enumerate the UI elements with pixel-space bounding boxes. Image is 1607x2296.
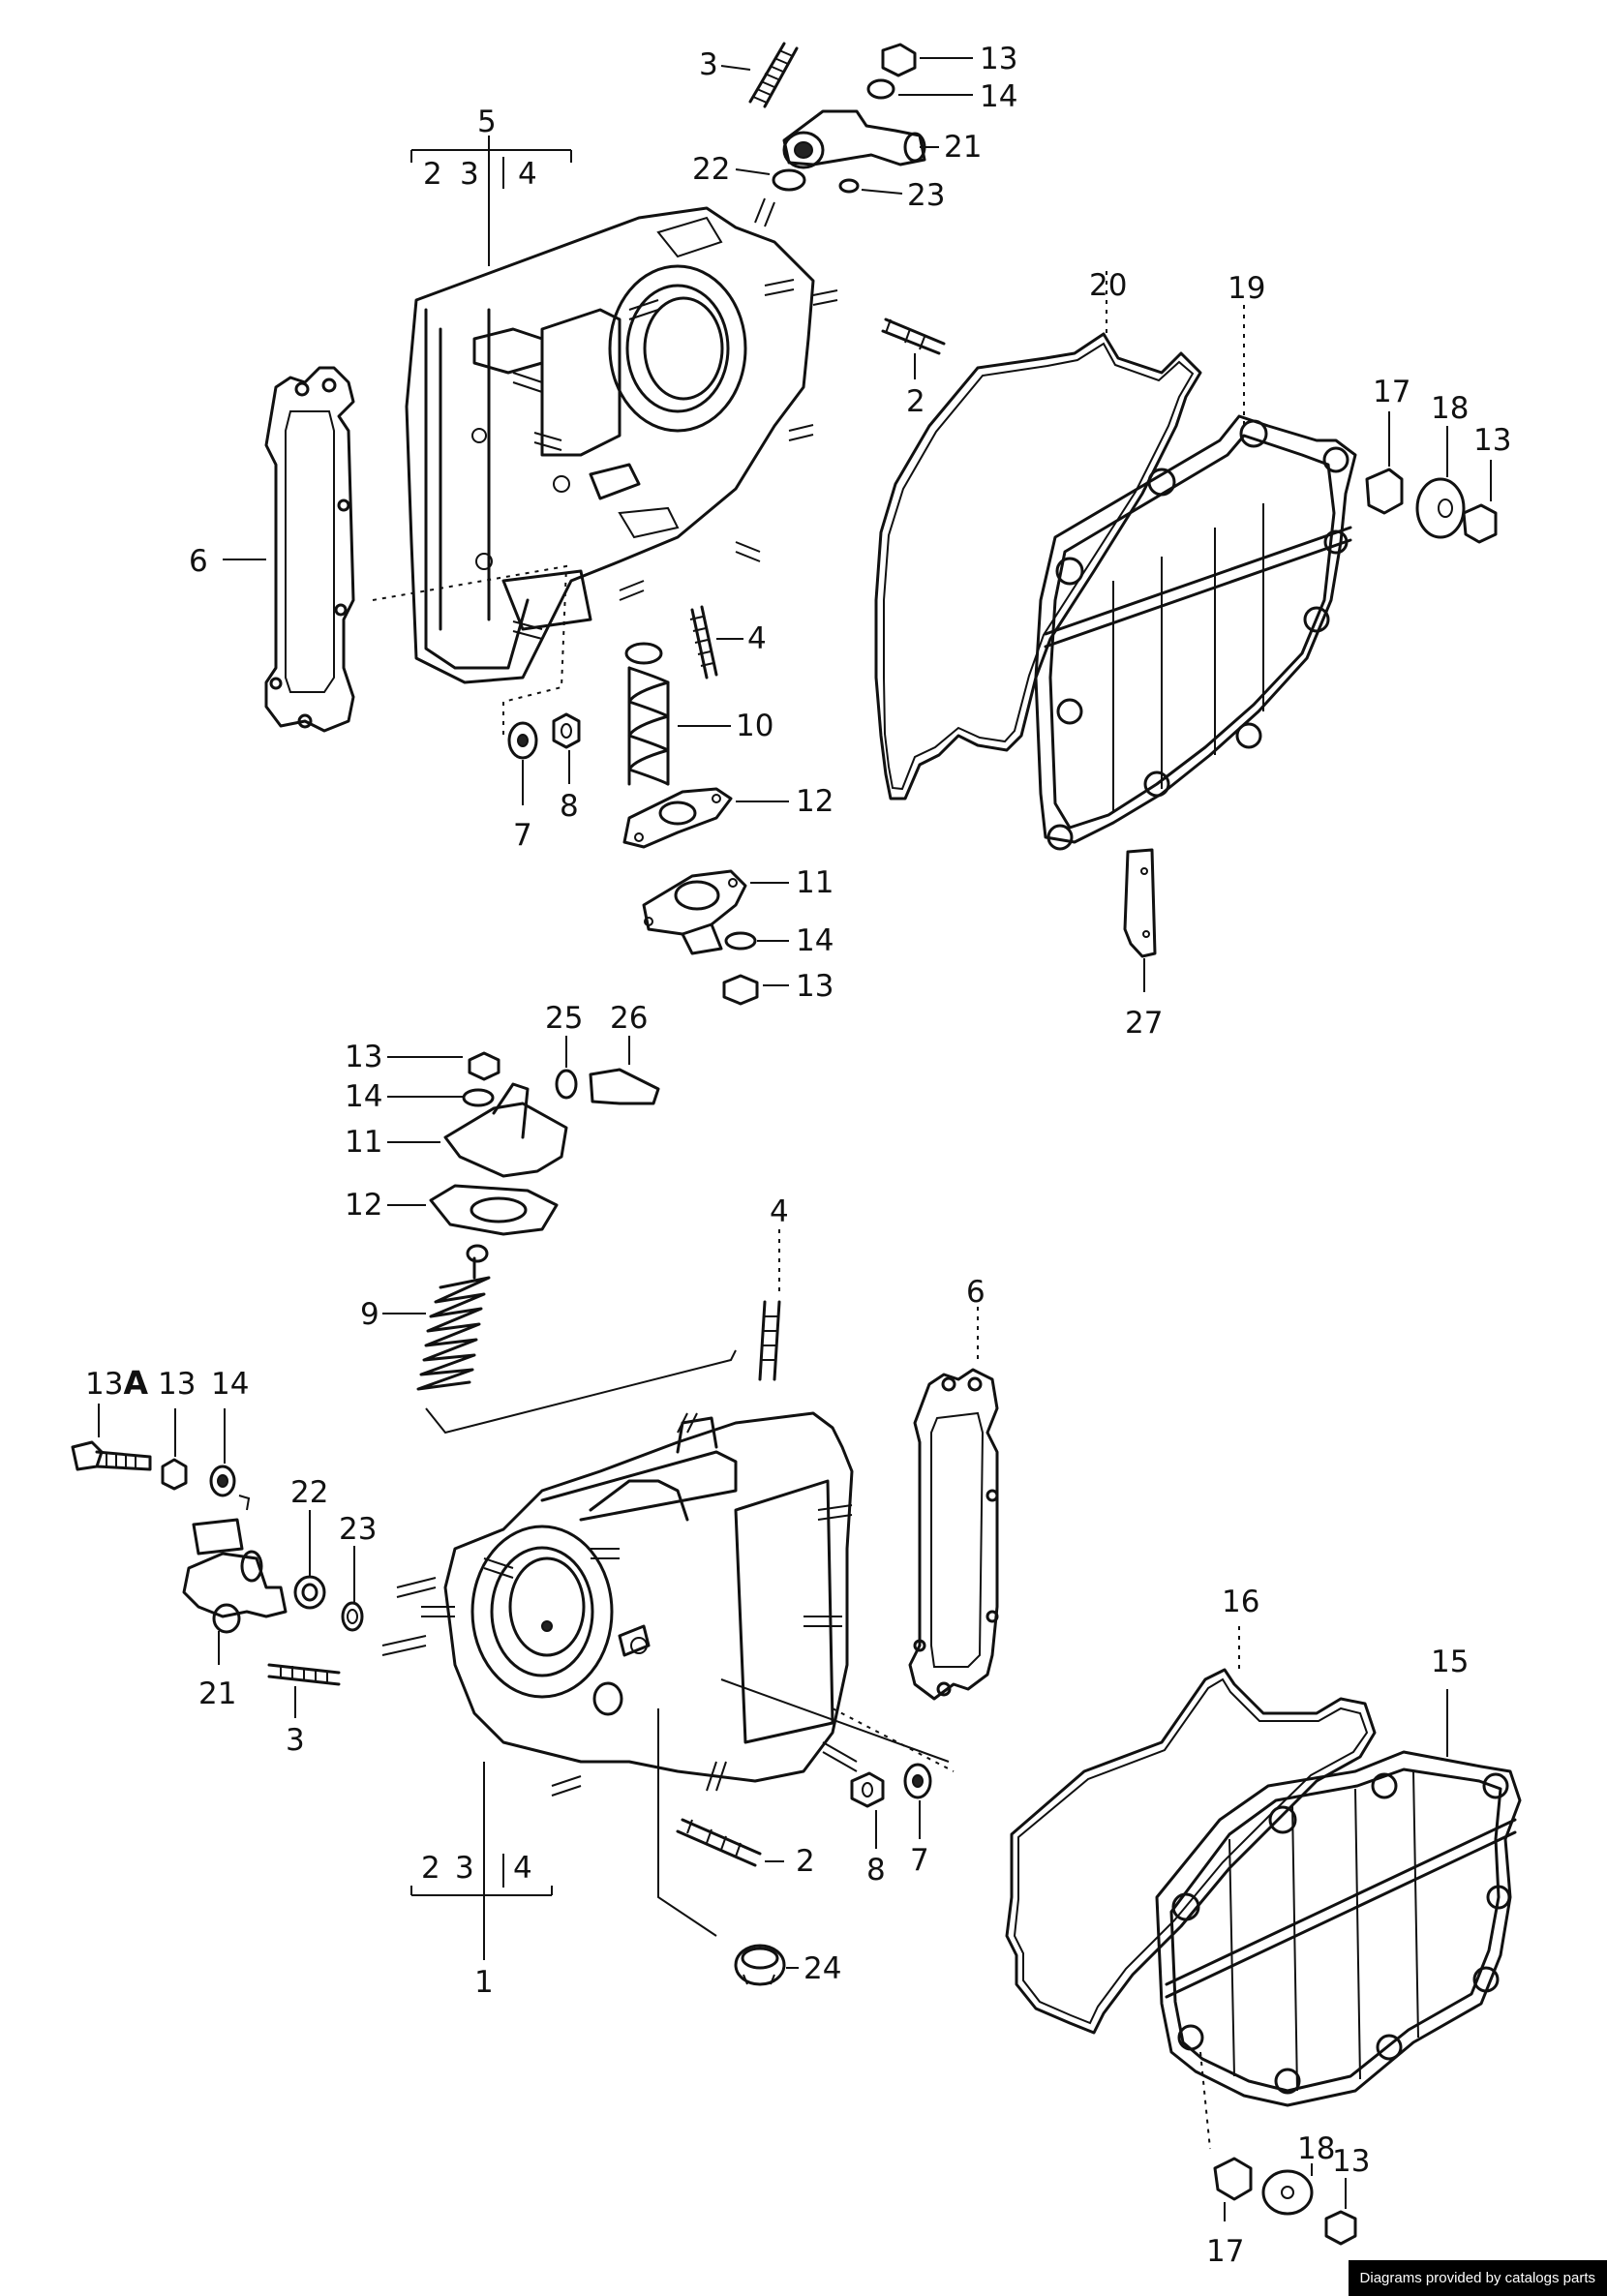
label-17: 17 xyxy=(1373,375,1410,409)
fasteners-right-top: 17 18 13 xyxy=(1365,375,1511,544)
fasteners-left-bottom: 13A 13 14 xyxy=(71,1364,251,1511)
label-1: 1 xyxy=(474,1965,494,2000)
label-13: 13 xyxy=(158,1367,196,1402)
label-17: 17 xyxy=(1206,2234,1244,2269)
nut-13-washer-14-top: 13 14 xyxy=(866,42,1017,114)
stack-upper-left: 13 14 11 12 xyxy=(345,1040,568,1236)
bottom-assembly: 13 14 11 12 25 26 9 4 xyxy=(71,1001,1522,2269)
cover-19-top: 19 xyxy=(1034,271,1357,851)
stud-4-top: 4 xyxy=(689,605,767,680)
sensor-21-bottom: 21 xyxy=(182,1518,288,1711)
label-3: 3 xyxy=(286,1723,305,1758)
label-7: 7 xyxy=(910,1843,929,1878)
label-11: 11 xyxy=(796,865,834,900)
stud-3-bottom: 3 xyxy=(267,1663,341,1758)
cover-11-top: 11 xyxy=(642,865,834,955)
label-4: 4 xyxy=(513,1851,532,1886)
diagram-credit: Diagrams provided by catalogs parts xyxy=(1348,2260,1607,2296)
nut-8-washer-7-bottom: 8 7 xyxy=(832,1707,955,1888)
label-13A: 13A xyxy=(85,1364,148,1402)
label-5: 5 xyxy=(477,105,497,139)
label-20: 20 xyxy=(1089,268,1127,303)
label-11: 11 xyxy=(345,1125,382,1160)
washer-7-nut-8-top: 7 8 xyxy=(507,712,581,853)
label-27: 27 xyxy=(1125,1006,1163,1041)
plug-24: 24 xyxy=(657,1708,841,1986)
label-13: 13 xyxy=(1473,423,1511,458)
spring-9-bottom: 9 xyxy=(360,1244,737,1435)
label-2: 2 xyxy=(796,1844,815,1879)
label-2: 2 xyxy=(906,384,925,419)
label-10: 10 xyxy=(736,709,773,743)
cover-15-bottom: 15 xyxy=(1155,1645,1522,2107)
stud-3-top: 3 xyxy=(699,42,799,108)
timing-cover-bottom xyxy=(381,1411,950,1797)
stud-4-bottom: 4 xyxy=(758,1194,789,1381)
gasket-20-top: 20 xyxy=(874,268,1202,801)
label-26: 26 xyxy=(610,1001,648,1036)
label-23: 23 xyxy=(339,1512,377,1547)
label-2: 2 xyxy=(423,157,442,192)
label-4: 4 xyxy=(770,1194,789,1229)
label-14: 14 xyxy=(796,923,834,958)
label-4: 4 xyxy=(747,621,767,656)
gasket-16-bottom: 16 xyxy=(1005,1585,1377,2035)
label-6: 6 xyxy=(189,544,208,579)
label-8: 8 xyxy=(560,789,579,824)
label-14: 14 xyxy=(211,1367,249,1402)
label-13: 13 xyxy=(345,1040,382,1074)
label-4: 4 xyxy=(518,157,537,192)
label-19: 19 xyxy=(1228,271,1265,306)
label-13: 13 xyxy=(1332,2144,1370,2179)
label-23: 23 xyxy=(907,178,945,213)
label-14: 14 xyxy=(345,1079,382,1114)
label-18: 18 xyxy=(1431,391,1469,426)
washer-14-nut-13-top: 14 13 xyxy=(722,923,834,1006)
washer-25-bolt-26: 25 26 xyxy=(545,1001,660,1105)
label-8: 8 xyxy=(866,1853,886,1888)
label-3: 3 xyxy=(460,157,479,192)
gasket-6-top: 6 xyxy=(189,366,355,733)
label-12: 12 xyxy=(796,784,834,819)
gasket-12-top: 12 xyxy=(622,784,834,849)
stud-2-bottom: 2 xyxy=(676,1818,815,1879)
bracket-5: 5 2 3 4 xyxy=(410,105,572,266)
gasket-6-bottom: 6 xyxy=(908,1275,999,1701)
label-22: 22 xyxy=(290,1475,328,1510)
fasteners-right-bottom: 17 18 13 xyxy=(1199,2051,1370,2269)
label-21: 21 xyxy=(944,130,982,165)
label-21: 21 xyxy=(198,1677,236,1711)
bracket-1: 2 3 4 1 xyxy=(410,1762,553,2000)
label-14: 14 xyxy=(980,79,1017,114)
label-25: 25 xyxy=(545,1001,583,1036)
stud-2-top: 2 xyxy=(881,317,946,419)
label-13: 13 xyxy=(980,42,1017,76)
label-24: 24 xyxy=(804,1951,841,1986)
timing-cover-top xyxy=(405,197,838,684)
clip-27-top: 27 xyxy=(1123,848,1163,1041)
label-3: 3 xyxy=(699,47,718,82)
label-16: 16 xyxy=(1222,1585,1259,1619)
label-2: 2 xyxy=(421,1851,440,1886)
label-12: 12 xyxy=(345,1188,382,1223)
label-9: 9 xyxy=(360,1297,379,1332)
label-13: 13 xyxy=(796,969,834,1004)
label-22: 22 xyxy=(692,152,730,187)
label-18: 18 xyxy=(1297,2131,1335,2166)
label-6: 6 xyxy=(966,1275,985,1310)
rings-22-23-bottom: 22 23 xyxy=(290,1475,377,1632)
spring-10-top: 10 xyxy=(624,642,773,786)
label-15: 15 xyxy=(1431,1645,1469,1679)
label-7: 7 xyxy=(513,818,532,853)
label-3: 3 xyxy=(455,1851,474,1886)
top-assembly: 5 2 3 4 xyxy=(189,42,1511,1041)
sensor-21-top: 21 22 23 xyxy=(692,109,982,213)
